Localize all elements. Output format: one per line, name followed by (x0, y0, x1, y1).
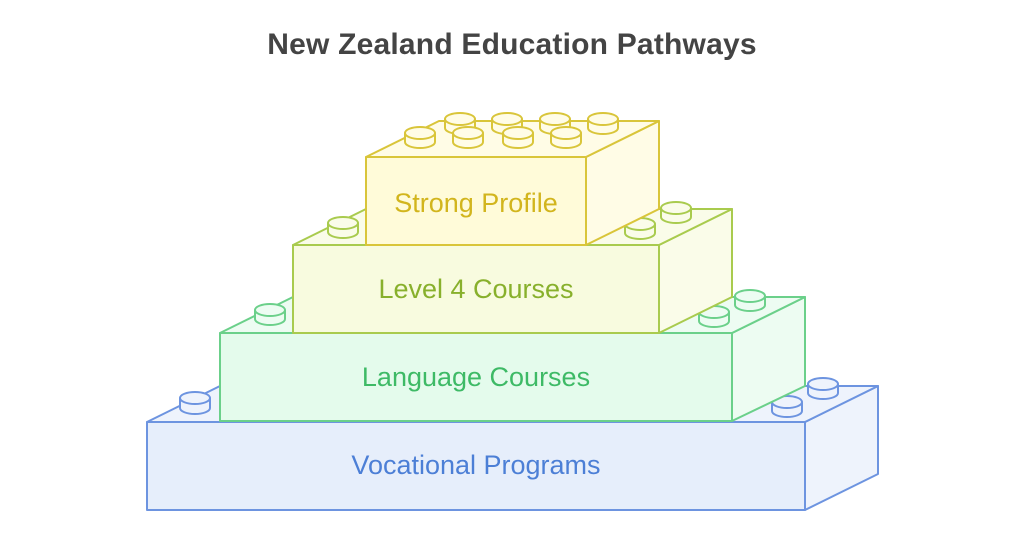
layer-label-language-courses: Language Courses (362, 362, 590, 392)
stud (734, 289, 766, 312)
brick-strong-profile: Strong Profile (365, 112, 660, 246)
stud (807, 377, 839, 400)
stud (404, 126, 436, 149)
stud (502, 126, 534, 149)
stud (771, 395, 803, 418)
stud (587, 112, 619, 135)
stud (327, 216, 359, 239)
stud (179, 391, 211, 415)
layer-label-strong-profile: Strong Profile (394, 188, 558, 218)
diagram-title: New Zealand Education Pathways (267, 28, 757, 61)
stud (452, 126, 484, 149)
layer-label-vocational-programs: Vocational Programs (351, 450, 600, 480)
stud (254, 303, 286, 326)
stud (660, 201, 692, 224)
stud (444, 112, 476, 135)
layer-label-level-4-courses: Level 4 Courses (378, 274, 573, 304)
stud (550, 126, 582, 149)
